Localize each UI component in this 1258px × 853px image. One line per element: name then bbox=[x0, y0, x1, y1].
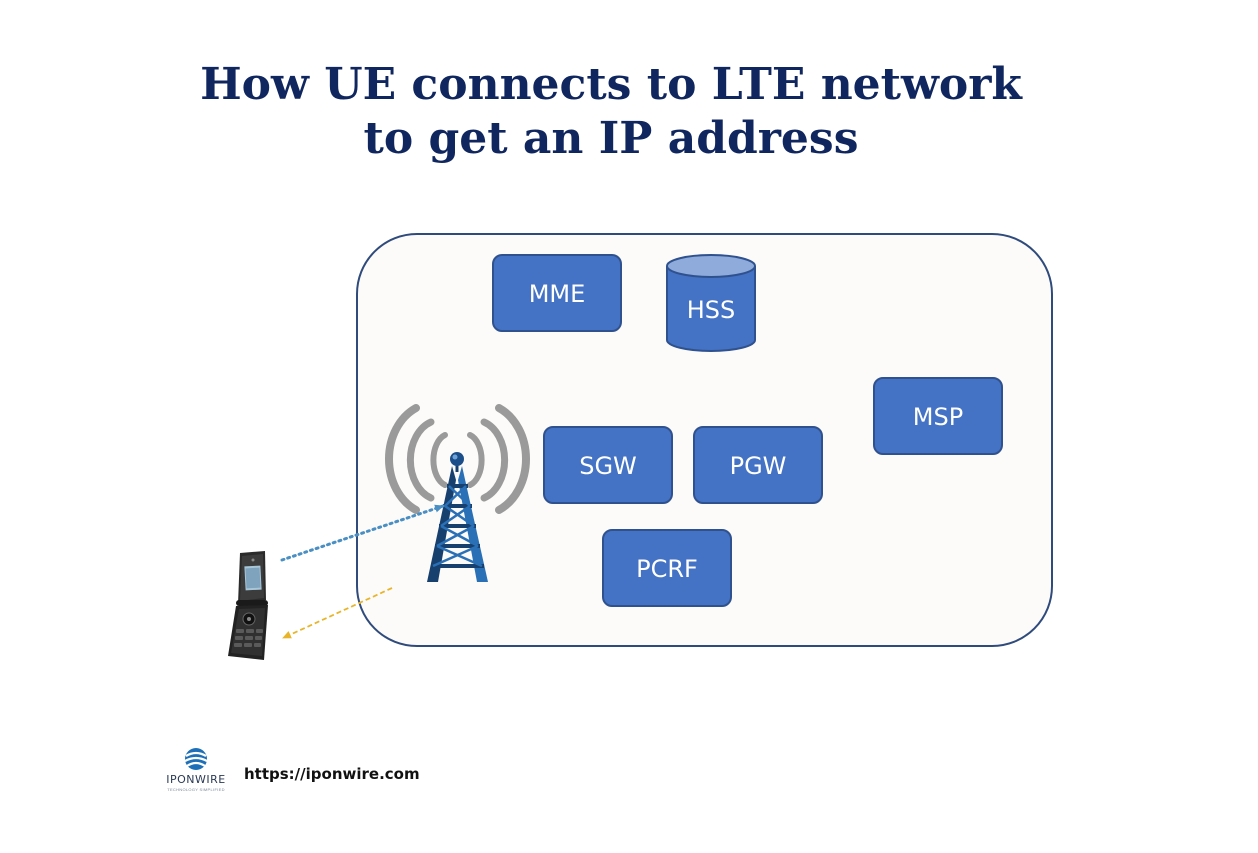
logo-tagline: TECHNOLOGY SIMPLIFIED bbox=[167, 787, 225, 792]
pcrf-node[interactable]: PCRF bbox=[602, 529, 732, 607]
hss-label: HSS bbox=[687, 296, 736, 324]
iponwire-logo-icon: IPONWIRE TECHNOLOGY SIMPLIFIED bbox=[158, 746, 234, 796]
cell-tower-icon bbox=[385, 404, 530, 582]
mme-label: MME bbox=[529, 280, 586, 308]
page-title: How UE connects to LTE network to get an… bbox=[0, 58, 1222, 166]
hss-node[interactable]: HSS bbox=[666, 254, 756, 352]
msp-node[interactable]: MSP bbox=[873, 377, 1003, 455]
logo-text: IPONWIRE bbox=[166, 773, 226, 786]
title-line-2: to get an IP address bbox=[363, 113, 859, 164]
sgw-label: SGW bbox=[579, 452, 637, 480]
pgw-label: PGW bbox=[730, 452, 787, 480]
pgw-node[interactable]: PGW bbox=[693, 426, 823, 504]
hss-database-icon bbox=[666, 266, 756, 352]
sgw-node[interactable]: SGW bbox=[543, 426, 673, 504]
flip-phone-icon bbox=[228, 551, 268, 660]
pcrf-label: PCRF bbox=[636, 555, 698, 583]
hss-database-top bbox=[666, 254, 756, 278]
uplink-arrow bbox=[280, 504, 445, 562]
msp-label: MSP bbox=[913, 403, 963, 431]
downlink-arrow bbox=[282, 587, 393, 639]
website-link[interactable]: https://iponwire.com bbox=[244, 765, 420, 783]
mme-node[interactable]: MME bbox=[492, 254, 622, 332]
title-line-1: How UE connects to LTE network bbox=[200, 59, 1022, 110]
